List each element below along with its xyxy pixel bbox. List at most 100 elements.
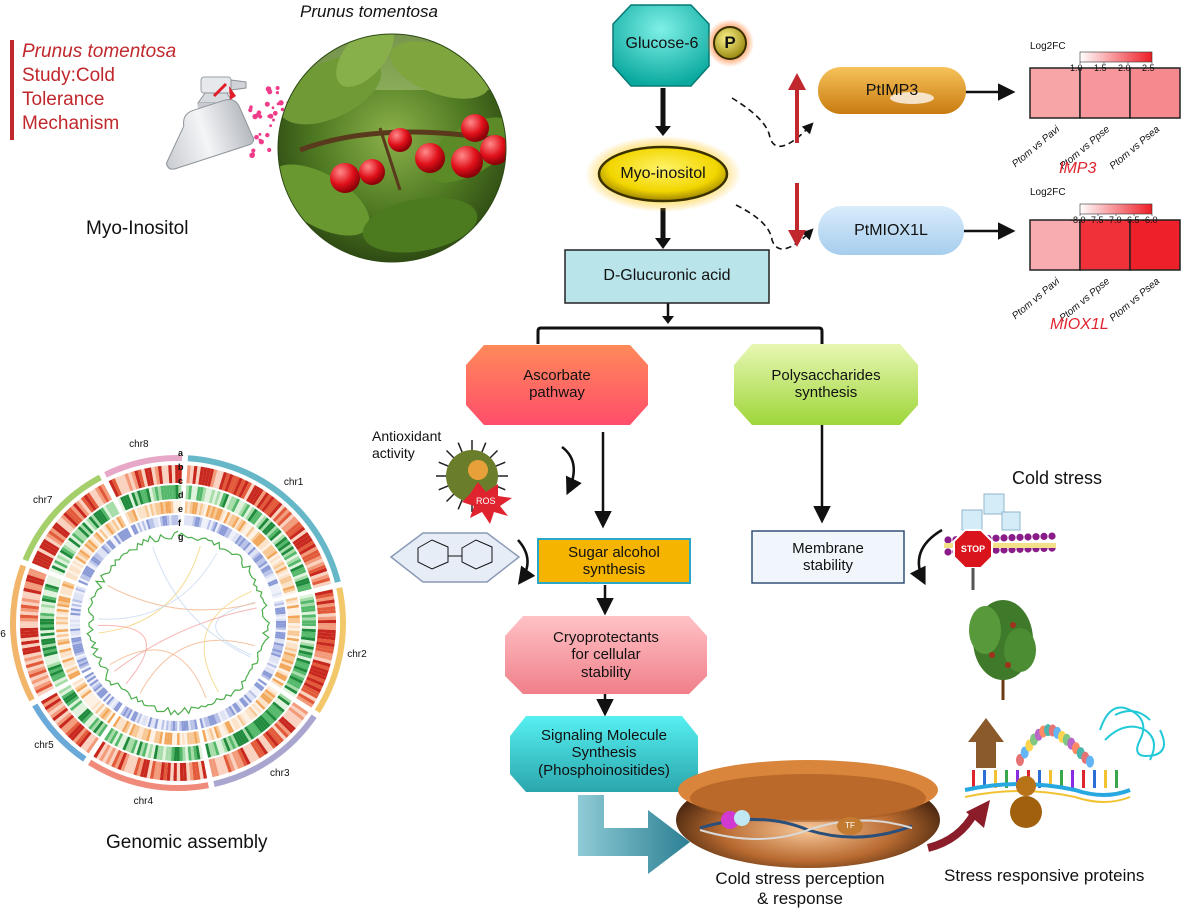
imp3-tick-label: 2.5	[1142, 63, 1155, 73]
circos-track-bin	[287, 612, 300, 617]
circos-track-bin	[127, 472, 137, 491]
circos-track-bin	[56, 611, 69, 615]
circos-track-bin	[265, 500, 280, 517]
circos-track-bin	[214, 522, 221, 533]
mist-dot	[251, 152, 255, 156]
circos-track-bin	[301, 633, 316, 639]
circos-track-bin	[269, 529, 282, 542]
circos-track-bin	[148, 487, 155, 502]
circos-track-bin	[74, 555, 87, 565]
circos-track-bin	[20, 617, 39, 622]
circos-track-bin	[274, 637, 285, 642]
circos-track-bin	[193, 731, 198, 744]
circos-track-bin	[70, 562, 83, 571]
circos-track-bin	[78, 661, 89, 668]
sugar-alcohol-line-2: synthesis	[582, 561, 646, 578]
circos-track-bin	[68, 537, 81, 549]
circos-track-bin	[316, 641, 335, 648]
circos-track-bin	[214, 507, 221, 521]
circos-track-bin	[32, 677, 51, 688]
circos-track-bin	[312, 580, 332, 589]
circos-track-bin	[282, 656, 295, 663]
circos-track-bin	[91, 488, 105, 506]
circos-track-bin	[265, 574, 276, 582]
mist-dot	[256, 110, 262, 115]
circos-track-bin	[156, 719, 161, 730]
circos-track-bin	[40, 692, 59, 705]
circos-track-bin	[212, 741, 220, 756]
circos-track-bin	[266, 576, 277, 583]
circos-track-bin	[206, 488, 213, 503]
lipid-head	[1032, 533, 1040, 541]
circos-track-bin	[85, 736, 99, 754]
circos-track-bin	[207, 468, 215, 487]
circos-track-bin	[83, 713, 96, 726]
circos-track-bin	[190, 746, 195, 761]
circos-track-bin	[134, 712, 141, 723]
circos-track-bin	[114, 733, 124, 747]
circos-track-bin	[255, 536, 267, 547]
circos-track-bin	[100, 526, 111, 538]
circos-track-bin	[60, 716, 77, 732]
circos-track-bin	[66, 571, 79, 579]
circos-track-bin	[316, 599, 335, 606]
circos-track-bin	[273, 599, 284, 605]
circos-track-bin	[286, 709, 303, 724]
circos-track-bin	[225, 753, 236, 772]
circos-track-bin	[317, 609, 336, 615]
circos-track-bin	[94, 685, 104, 694]
base-pair-bar	[972, 770, 975, 788]
circos-track-bin	[255, 699, 266, 710]
circos-chromosome-label: chr4	[133, 795, 154, 807]
circos-track-bin	[280, 660, 293, 668]
circos-track-bin	[75, 585, 87, 591]
circos-track-bin	[24, 584, 43, 592]
circos-track-bin	[188, 515, 192, 526]
circos-track-bin	[234, 716, 244, 728]
circos-track-bin	[171, 746, 175, 761]
stress-proteins-label: Stress responsive proteins	[944, 866, 1145, 885]
circos-track-bin	[163, 762, 168, 781]
circos-track-bin	[89, 698, 100, 709]
circos-chromosome-band	[9, 564, 35, 702]
circos-track-bin	[178, 501, 182, 514]
circos-track-bin	[252, 533, 263, 544]
miox-legend-title: Log2FC	[1030, 187, 1066, 198]
circos-track-bin	[307, 673, 326, 684]
circos-track-bin	[265, 525, 278, 538]
circos-chromosome-label: chr6	[0, 628, 6, 640]
circos-track-bin	[83, 569, 93, 577]
circos-track-bin	[270, 703, 283, 715]
circos-track-bin	[91, 700, 102, 711]
circos-track-bin	[250, 721, 262, 735]
circos-track-bin	[20, 636, 39, 642]
circos-track-bin	[157, 502, 162, 515]
circos-track-bin	[25, 660, 44, 669]
circos-track-bin	[196, 516, 201, 528]
myo-inositol-label: Myo-inositol	[620, 164, 706, 182]
circos-track-bin	[70, 624, 81, 627]
circos-track-bin	[282, 713, 299, 729]
circos-track-bin	[230, 704, 238, 715]
circos-track-bin	[285, 644, 298, 650]
cryo-line-3: stability	[580, 663, 632, 681]
circos-track-bin	[96, 530, 107, 541]
circos-chromosome-band	[88, 759, 209, 791]
circos-track-bin	[299, 593, 314, 600]
circos-track-bin	[146, 729, 152, 742]
membrane-line-1: Membrane	[792, 539, 864, 557]
circos-track-bin	[40, 624, 55, 628]
spray-caption: Myo-Inositol	[86, 218, 189, 239]
circos-track-bin	[275, 623, 286, 626]
circos-track-bin	[117, 475, 128, 494]
circos-track-bin	[259, 519, 272, 532]
circos-track-bin	[182, 762, 187, 781]
circos-track-bin	[77, 659, 88, 665]
base-pair-bar	[1115, 770, 1118, 788]
circos-track-bin	[63, 512, 79, 527]
circos-track-bin	[136, 741, 143, 756]
circos-track-bin	[28, 668, 47, 679]
circos-track-bin	[171, 732, 175, 745]
cold-stress-label: Cold stress	[1012, 468, 1103, 488]
circos-track-bin	[56, 636, 70, 641]
